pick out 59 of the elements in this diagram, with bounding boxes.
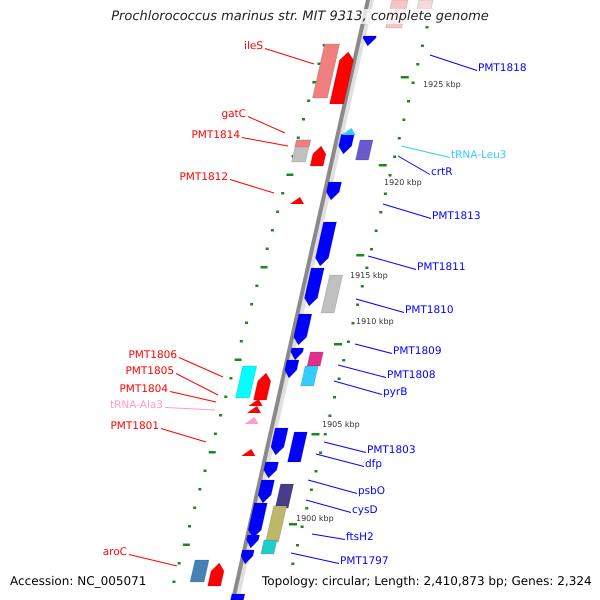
gene-label: PMT1814 xyxy=(191,129,240,142)
leader-line xyxy=(324,442,366,453)
leader-line xyxy=(356,298,404,313)
leader-line xyxy=(368,256,416,270)
leader-line xyxy=(230,179,274,194)
leader-line xyxy=(176,373,218,396)
leader-line xyxy=(248,116,286,134)
leader-line xyxy=(398,156,430,175)
gene-label: dfp xyxy=(365,458,382,471)
scale-label: 1910 kbp xyxy=(356,317,394,327)
scale-label: 1900 kbp xyxy=(296,514,334,524)
leader-line xyxy=(242,137,288,146)
gene-label: tRNA-Leu3 xyxy=(451,149,506,162)
gene-label: aroC xyxy=(102,546,127,559)
leader-line xyxy=(290,552,340,564)
leader-line xyxy=(264,48,314,64)
gene-label: PMT1804 xyxy=(119,383,168,396)
scale-label: 1920 kbp xyxy=(384,178,422,188)
gene-label: PMT1811 xyxy=(417,261,466,274)
leader-line xyxy=(430,54,478,71)
gene-label: pyrB xyxy=(383,386,408,399)
title: Prochlorococcus marinus str. MIT 9313, complete genome xyxy=(111,9,489,24)
leader-line xyxy=(170,391,216,402)
leader-line xyxy=(128,554,178,566)
gene-label: PMT1809 xyxy=(393,345,442,358)
gene-label: PMT1812 xyxy=(179,171,228,184)
gene-label: tRNA-Ala3 xyxy=(110,399,163,412)
leader-line xyxy=(334,380,382,395)
gene-label: PMT1810 xyxy=(405,304,454,317)
genome-info-text: Accession: NC_005071 xyxy=(10,574,146,589)
gene-label: cysD xyxy=(352,504,378,517)
leader-line xyxy=(308,480,358,494)
gene-label: ileS xyxy=(244,40,263,53)
genome-info-text: Topology: circular; Length: 2,410,873 bp; Genes: 2,324 xyxy=(262,574,592,589)
gene-label: PMT1805 xyxy=(125,365,174,378)
gene-label: PMT1797 xyxy=(340,555,389,568)
gene-label: ftsH2 xyxy=(346,531,374,544)
gene-label: crtR xyxy=(431,166,453,179)
leader-line xyxy=(382,204,432,219)
scale-label: 1925 kbp xyxy=(423,80,461,90)
gene-label: PMT1818 xyxy=(478,62,527,75)
gene-label: PMT1813 xyxy=(432,210,481,223)
leader-line xyxy=(312,534,346,540)
leader-line xyxy=(178,357,224,378)
leader-line xyxy=(354,344,392,354)
leader-line xyxy=(338,364,386,378)
gene-label: PMT1806 xyxy=(128,349,177,362)
leader-line xyxy=(160,428,206,442)
gene-label: PMT1801 xyxy=(110,420,159,433)
leader-line xyxy=(316,454,364,467)
gene-label: PMT1808 xyxy=(387,369,436,382)
gene-label: PMT1803 xyxy=(367,444,416,457)
gene-label: psbO xyxy=(358,485,386,498)
gene-label: gatC xyxy=(221,108,246,121)
leader-line xyxy=(164,407,216,410)
scale-label: 1905 kbp xyxy=(322,420,360,430)
leader-line xyxy=(306,500,352,513)
scale-label: 1915 kbp xyxy=(350,271,388,281)
leader-line xyxy=(400,146,450,158)
